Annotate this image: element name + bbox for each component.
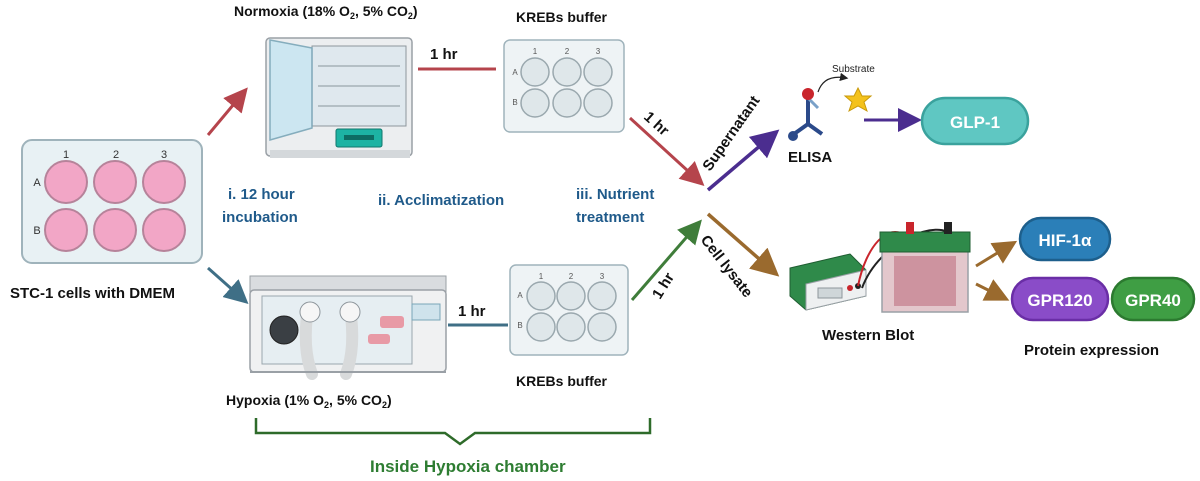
gpr120-label: GPR120 xyxy=(1027,291,1092,310)
well xyxy=(526,312,556,342)
blot-to-hif-arrow xyxy=(975,240,1018,268)
well xyxy=(583,88,613,118)
supernatant-label: Supernatant xyxy=(699,93,763,174)
main-well-plate: 1 2 3 A B xyxy=(21,139,203,264)
plate-row-label: A xyxy=(33,177,41,189)
well xyxy=(583,57,613,87)
glp1-label: GLP-1 xyxy=(950,113,1000,132)
plate-row-label: A xyxy=(512,68,518,77)
antibody-icon xyxy=(788,88,824,141)
inside-chamber-label: Inside Hypoxia chamber xyxy=(370,457,566,476)
well xyxy=(520,88,550,118)
plate-col-label: 2 xyxy=(113,149,119,161)
plate-row-label: B xyxy=(512,98,517,107)
hif-label: HIF-1α xyxy=(1039,231,1093,250)
one-hr-diag-top-label: 1 hr xyxy=(640,108,672,139)
gpr120-pill xyxy=(1010,276,1110,322)
hypoxia-glovebox-icon xyxy=(249,275,447,380)
elisa-label: ELISA xyxy=(788,149,832,166)
well xyxy=(587,281,617,311)
plate-col-label: 2 xyxy=(569,272,574,281)
chamber-bracket xyxy=(254,418,652,446)
cell-lysate-arrow xyxy=(706,212,780,277)
plate-col-label: 3 xyxy=(600,272,605,281)
plate-row-label: B xyxy=(33,225,40,237)
gpr40-label: GPR40 xyxy=(1125,291,1181,310)
western-blot-label: Western Blot xyxy=(822,327,914,344)
top-plate-to-treatment-arrow xyxy=(628,116,705,187)
well xyxy=(44,160,88,204)
plate-col-label: 1 xyxy=(63,149,69,161)
well xyxy=(526,281,556,311)
well xyxy=(587,312,617,342)
normoxia-title: Normoxia (18% O2, 5% CO2) xyxy=(234,3,418,21)
gel-tank-icon xyxy=(879,222,971,313)
bottom-plate-to-treatment-arrow xyxy=(630,219,702,301)
one-hr-bottom-label: 1 hr xyxy=(458,303,486,320)
well xyxy=(93,160,137,204)
blot-to-gpr-arrow xyxy=(975,279,1010,301)
step1-line1: i. 12 hour xyxy=(228,186,295,203)
gpr40-pill xyxy=(1110,276,1196,322)
krebs-top-label: KREBs buffer xyxy=(516,9,608,25)
well xyxy=(142,208,186,252)
normoxia-branch-arrow xyxy=(206,87,248,136)
well xyxy=(520,57,550,87)
plate-row-label: A xyxy=(517,291,523,300)
substrate-star-icon xyxy=(843,86,873,113)
well xyxy=(93,208,137,252)
well xyxy=(552,57,582,87)
protein-expression-label: Protein expression xyxy=(1024,342,1159,359)
well xyxy=(556,312,586,342)
cell-lysate-label: Cell lysate xyxy=(697,232,756,301)
hif-pill xyxy=(1018,216,1112,262)
krebs-plate-bottom: 1 2 3 A B xyxy=(509,264,629,356)
hypoxia-title: Hypoxia (1% O2, 5% CO2) xyxy=(226,392,392,410)
step2-label: ii. Acclimatization xyxy=(378,192,504,209)
well xyxy=(142,160,186,204)
krebs-plate-top: 1 2 3 A B xyxy=(503,39,625,133)
substrate-label: Substrate xyxy=(832,64,875,75)
step1-line2: incubation xyxy=(222,209,298,226)
substrate-curve-arrow xyxy=(817,72,849,93)
one-hr-top-label: 1 hr xyxy=(430,46,458,63)
plate-col-label: 2 xyxy=(565,47,570,56)
plate-col-label: 3 xyxy=(161,149,167,161)
plate-col-label: 3 xyxy=(596,47,601,56)
power-supply-icon xyxy=(789,253,867,311)
stc1-label: STC-1 cells with DMEM xyxy=(10,285,175,302)
well xyxy=(552,88,582,118)
glp1-pill xyxy=(920,96,1030,146)
plate-col-label: 1 xyxy=(533,47,538,56)
plate-row-label: B xyxy=(517,321,522,330)
step3-line1: iii. Nutrient xyxy=(576,186,654,203)
supernatant-arrow xyxy=(706,129,780,192)
incubator-icon xyxy=(265,37,413,158)
well xyxy=(44,208,88,252)
well xyxy=(556,281,586,311)
step3-line2: treatment xyxy=(576,209,644,226)
krebs-bottom-label: KREBs buffer xyxy=(516,373,608,389)
hypoxia-branch-arrow xyxy=(207,266,249,304)
plate-col-label: 1 xyxy=(539,272,544,281)
